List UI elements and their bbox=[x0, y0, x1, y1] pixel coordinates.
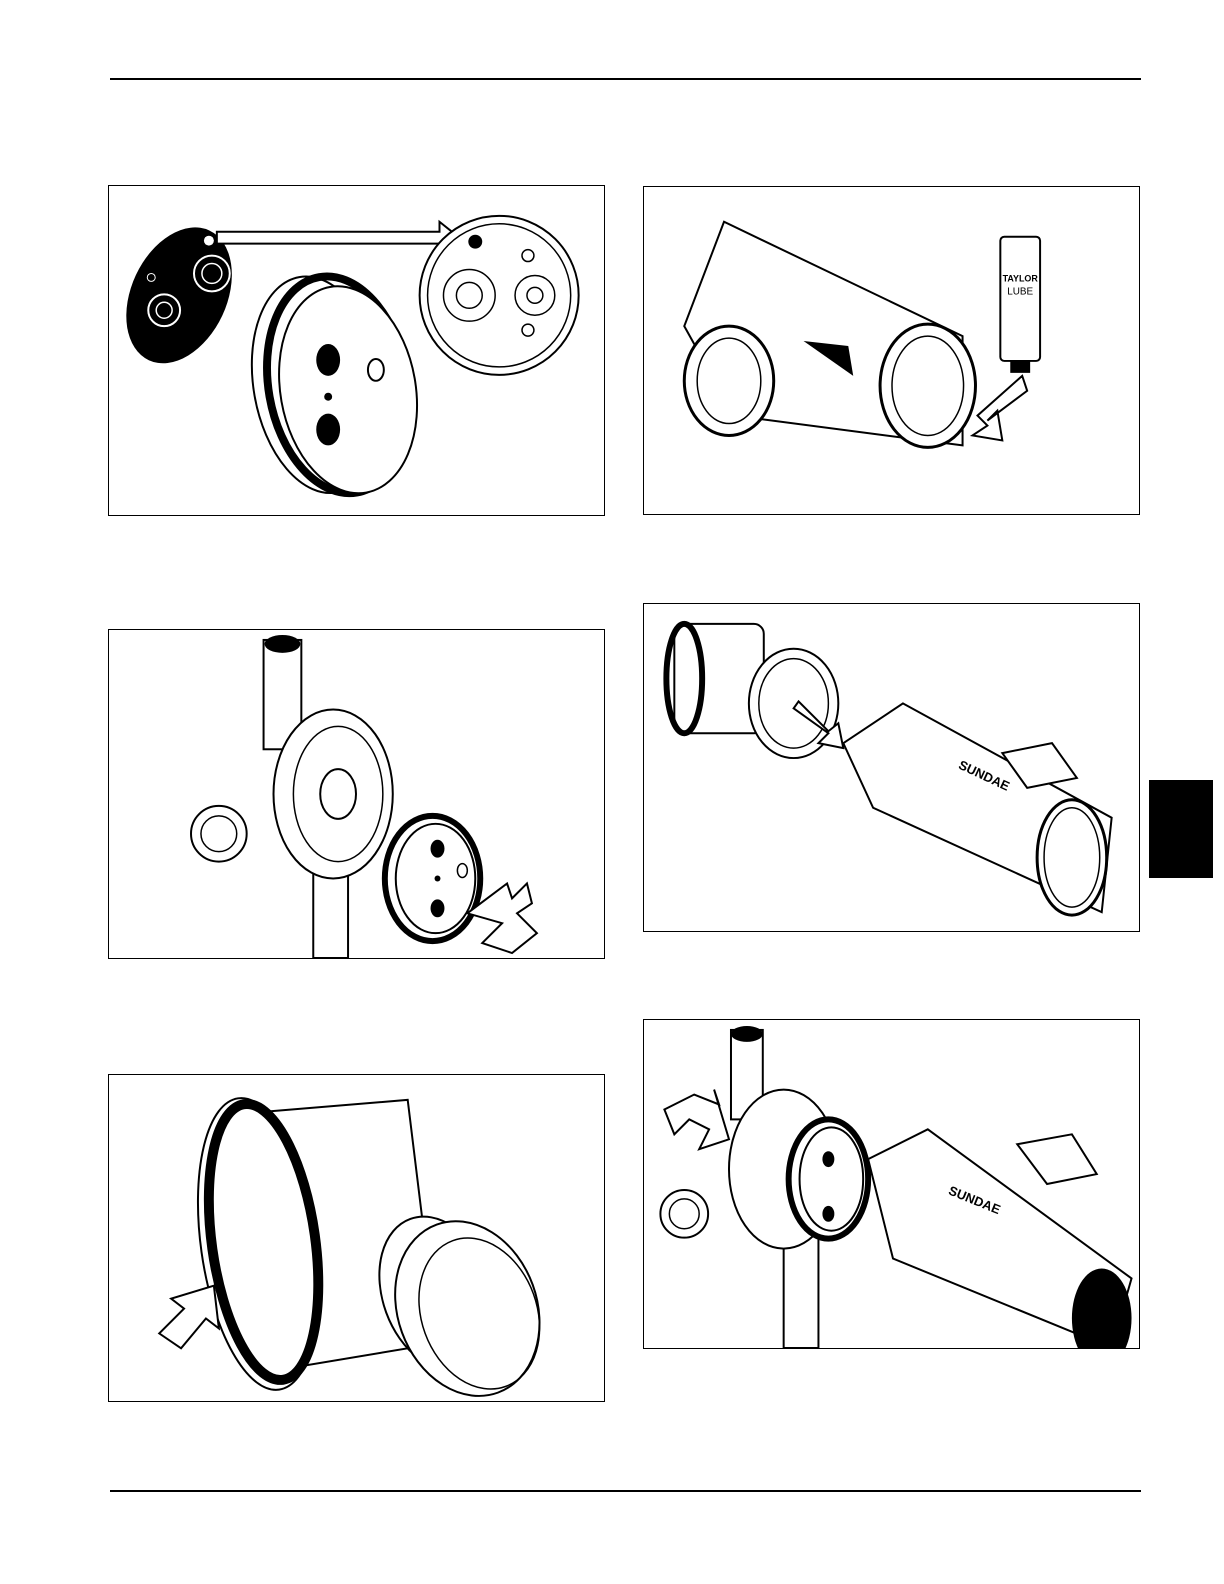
figure-lubricated-tube: TAYLOR LUBE bbox=[643, 186, 1140, 515]
disk-alignment-illustration bbox=[109, 186, 604, 515]
tube-lube-label: LUBE bbox=[1007, 286, 1033, 297]
figure-o-ring-on-valve bbox=[108, 1074, 605, 1402]
figure-final-assembly: SUNDAE bbox=[643, 1019, 1140, 1349]
tube-brand-label: TAYLOR bbox=[1003, 273, 1039, 283]
section-tab bbox=[1149, 780, 1213, 878]
o-ring-arrow bbox=[159, 1286, 219, 1349]
valve-cylinder bbox=[181, 1090, 563, 1401]
insert-arrow bbox=[664, 1090, 729, 1150]
figure-disk-alignment bbox=[108, 185, 605, 516]
alignment-arrow bbox=[217, 222, 460, 254]
header-rule bbox=[110, 78, 1141, 80]
valve-housing bbox=[191, 710, 393, 879]
valve-housing-illustration bbox=[109, 630, 604, 958]
freezer-door-tube bbox=[684, 222, 975, 448]
valve-piece bbox=[385, 816, 480, 941]
footer-rule bbox=[110, 1490, 1141, 1492]
freezer-door-tube: SUNDAE bbox=[843, 703, 1111, 915]
disk-detail-view bbox=[420, 216, 579, 375]
draw-valve-plunger bbox=[666, 624, 838, 758]
figure-plunger-into-tube: SUNDAE bbox=[643, 603, 1140, 932]
o-ring-illustration bbox=[109, 1075, 604, 1401]
freezer-door-tube: SUNDAE bbox=[868, 1129, 1131, 1348]
valve-body bbox=[236, 265, 433, 505]
final-assembly-illustration: SUNDAE bbox=[644, 1020, 1139, 1348]
figure-valve-into-housing bbox=[108, 629, 605, 959]
application-arrow bbox=[973, 376, 1028, 441]
lube-tube: TAYLOR LUBE bbox=[1000, 237, 1040, 373]
plunger-illustration: SUNDAE bbox=[644, 604, 1139, 931]
lube-illustration: TAYLOR LUBE bbox=[644, 187, 1139, 514]
